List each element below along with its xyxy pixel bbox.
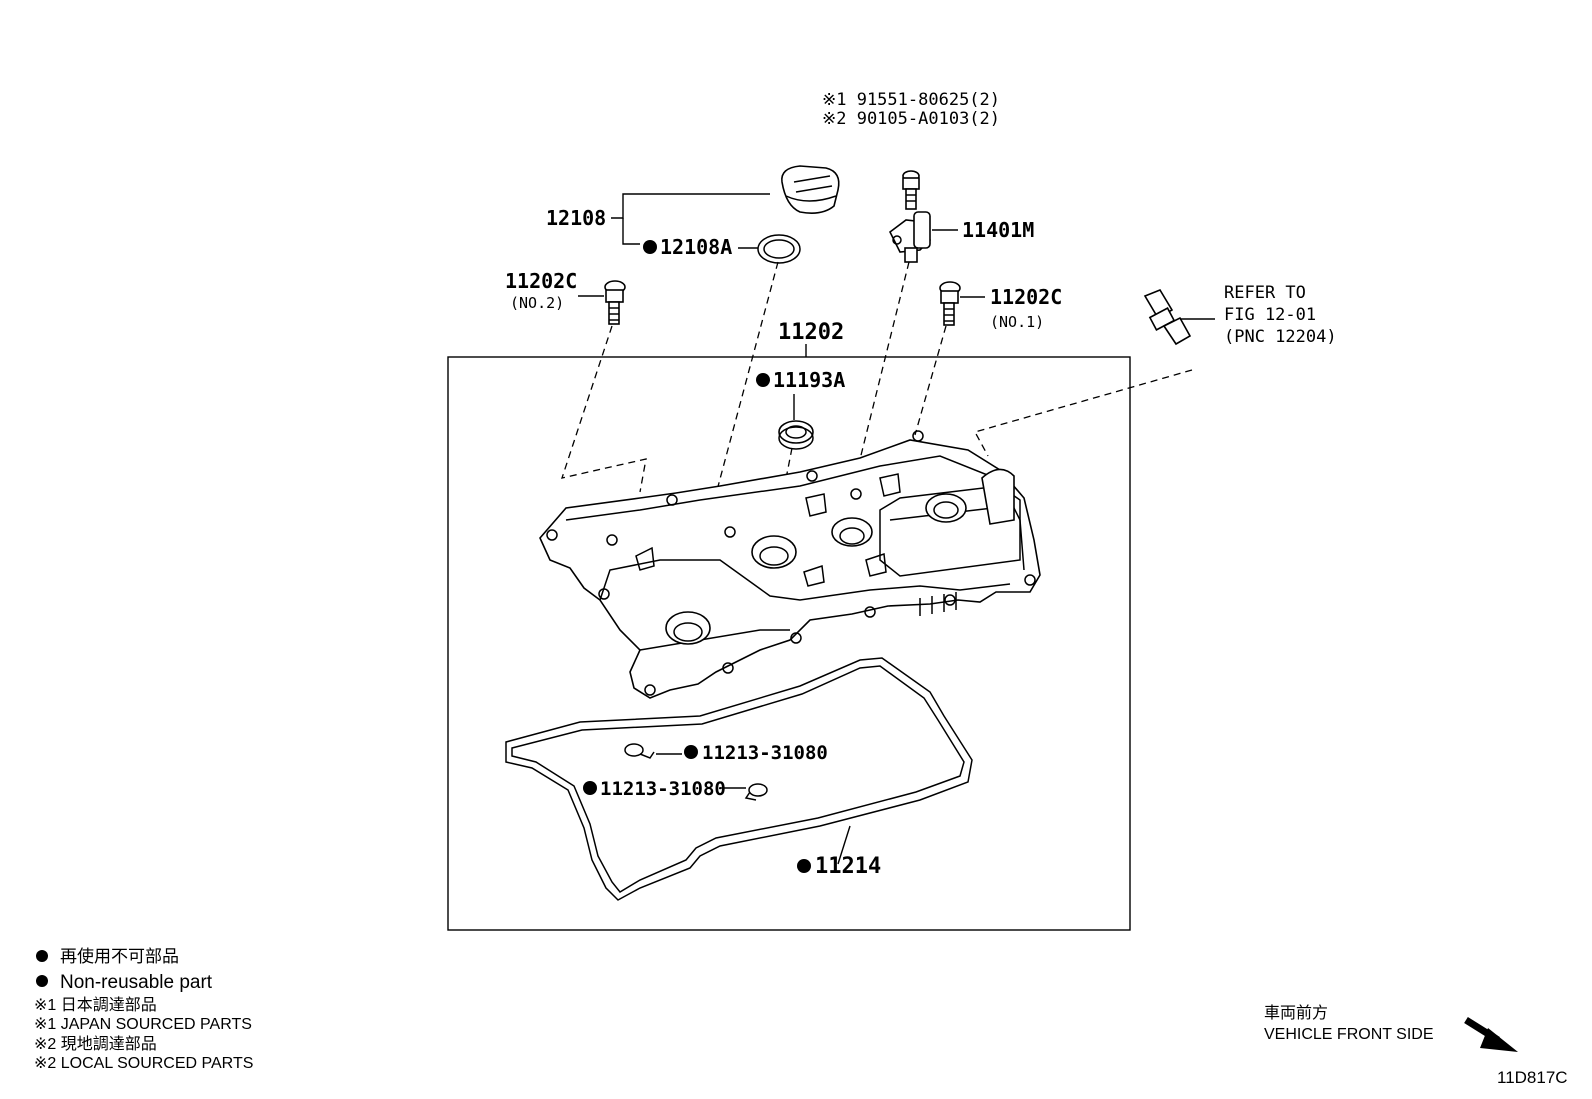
label-11213-31080-b: 11213-31080 xyxy=(600,778,726,800)
dash-pcv xyxy=(974,369,1193,457)
label-11213-31080-a: 11213-31080 xyxy=(702,742,828,764)
leader-11214 xyxy=(837,825,851,865)
small-gasket-1[interactable] xyxy=(624,743,655,759)
non-reusable-dot-11214 xyxy=(797,859,811,873)
dash-bolt-right xyxy=(914,325,947,436)
refer-line-3: (PNC 12204) xyxy=(1224,327,1337,347)
head-cover-group-box xyxy=(447,356,1131,931)
label-11214: 11214 xyxy=(815,854,881,879)
pcv-valve[interactable] xyxy=(1143,289,1192,346)
note-1: ※1 91551-80625(2) xyxy=(822,90,1000,110)
sensor-bolt[interactable] xyxy=(902,170,920,210)
direction-jp: 車両前方 xyxy=(1264,1004,1328,1022)
label-11202c-left-sub: (NO.2) xyxy=(510,294,564,312)
label-11401m: 11401M xyxy=(962,218,1034,242)
direction-en: VEHICLE FRONT SIDE xyxy=(1264,1026,1434,1043)
small-gasket-2[interactable] xyxy=(744,783,768,801)
note-2: ※2 90105-A0103(2) xyxy=(822,109,1000,129)
non-reusable-dot-small-2 xyxy=(583,781,597,795)
refer-line-1: REFER TO xyxy=(1224,283,1306,303)
dash-bolt-left xyxy=(561,325,647,493)
label-11193a: 11193A xyxy=(773,368,845,392)
label-12108a: 12108A xyxy=(660,235,732,259)
label-11202c-right-sub: (NO.1) xyxy=(990,313,1044,331)
camshaft-sensor[interactable] xyxy=(888,211,931,263)
legend-line-4: ※1 JAPAN SOURCED PARTS xyxy=(34,1016,252,1033)
figure-code: 11D817C xyxy=(1497,1068,1568,1087)
non-reusable-dot-12108a xyxy=(643,240,657,254)
label-12108: 12108 xyxy=(546,206,606,230)
legend-line-3: ※1 日本調達部品 xyxy=(34,996,157,1014)
oil-filler-cap[interactable] xyxy=(781,165,840,214)
label-11202c-left: 11202C xyxy=(505,269,577,293)
bolt-right[interactable] xyxy=(939,281,961,326)
non-reusable-dot-small-1 xyxy=(684,745,698,759)
cylinder-head-cover[interactable] xyxy=(539,430,1041,699)
bolt-left[interactable] xyxy=(604,280,626,325)
cover-gasket-loop[interactable] xyxy=(505,657,973,901)
label-11202c-right: 11202C xyxy=(990,285,1062,309)
leader-12108 xyxy=(611,193,770,219)
legend-line-6: ※2 LOCAL SOURCED PARTS xyxy=(34,1055,253,1072)
plug-tube-gasket[interactable] xyxy=(778,420,814,450)
legend-line-5: ※2 現地調達部品 xyxy=(34,1035,157,1053)
non-reusable-dot-11193a xyxy=(756,373,770,387)
front-direction-arrow-icon xyxy=(1464,1017,1518,1052)
cap-gasket[interactable] xyxy=(757,234,801,264)
legend-line-1: 再使用不可部品 xyxy=(60,946,179,966)
legend-line-2: Non-reusable part xyxy=(60,972,213,993)
legend-dot-2 xyxy=(36,975,48,987)
refer-line-2: FIG 12-01 xyxy=(1224,305,1316,325)
legend-dot-1 xyxy=(36,950,48,962)
label-11202: 11202 xyxy=(778,320,844,345)
leader-12108a xyxy=(622,218,640,245)
